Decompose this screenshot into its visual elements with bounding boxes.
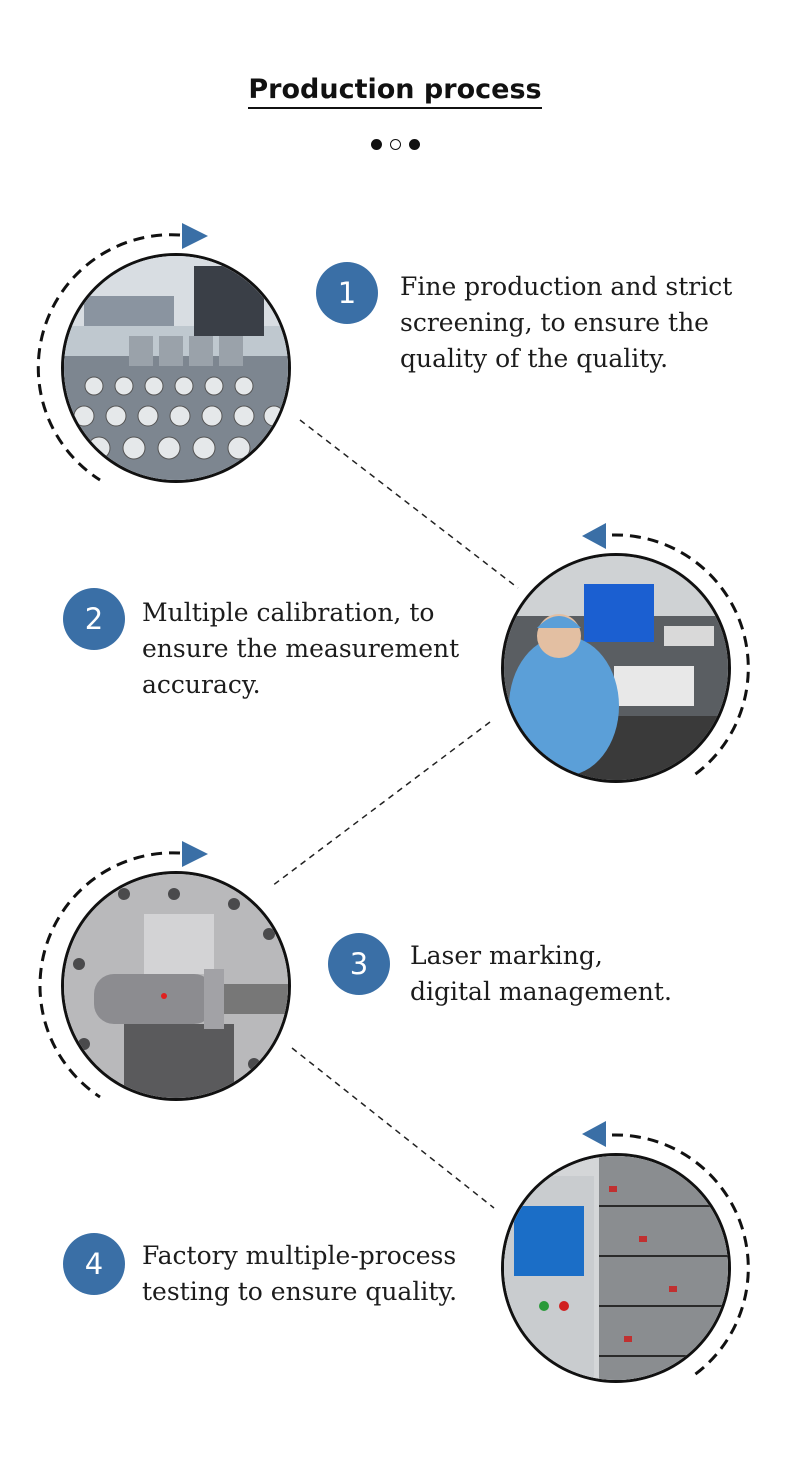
arrow-left-icon <box>582 1121 606 1147</box>
step-number-badge: 1 <box>316 262 378 324</box>
dot-filled[interactable] <box>408 139 420 150</box>
calibration-station-photo <box>501 553 731 783</box>
dot-filled[interactable] <box>370 139 382 150</box>
arrow-right-icon <box>182 223 208 249</box>
step-number-badge: 2 <box>63 588 125 650</box>
arrow-left-icon <box>582 523 606 549</box>
step-description: Laser marking, digital management. <box>410 941 672 1006</box>
step-description: Fine production and strict screening, to… <box>400 272 733 373</box>
step-number-badge: 3 <box>328 933 390 995</box>
factory-floor-photo <box>61 253 291 483</box>
laser-marking-photo <box>61 871 291 1101</box>
dot-hollow[interactable] <box>389 139 401 150</box>
testing-cabinet-photo <box>501 1153 731 1383</box>
step-description: Factory multiple-process testing to ensu… <box>142 1241 458 1306</box>
carousel-dots <box>0 139 790 150</box>
arrow-right-icon <box>182 841 208 867</box>
step-description: Multiple calibration, to ensure the meas… <box>142 598 460 699</box>
step-number-badge: 4 <box>63 1233 125 1295</box>
page-title-text: Production process <box>248 74 542 109</box>
page-title: Production process <box>0 74 790 109</box>
